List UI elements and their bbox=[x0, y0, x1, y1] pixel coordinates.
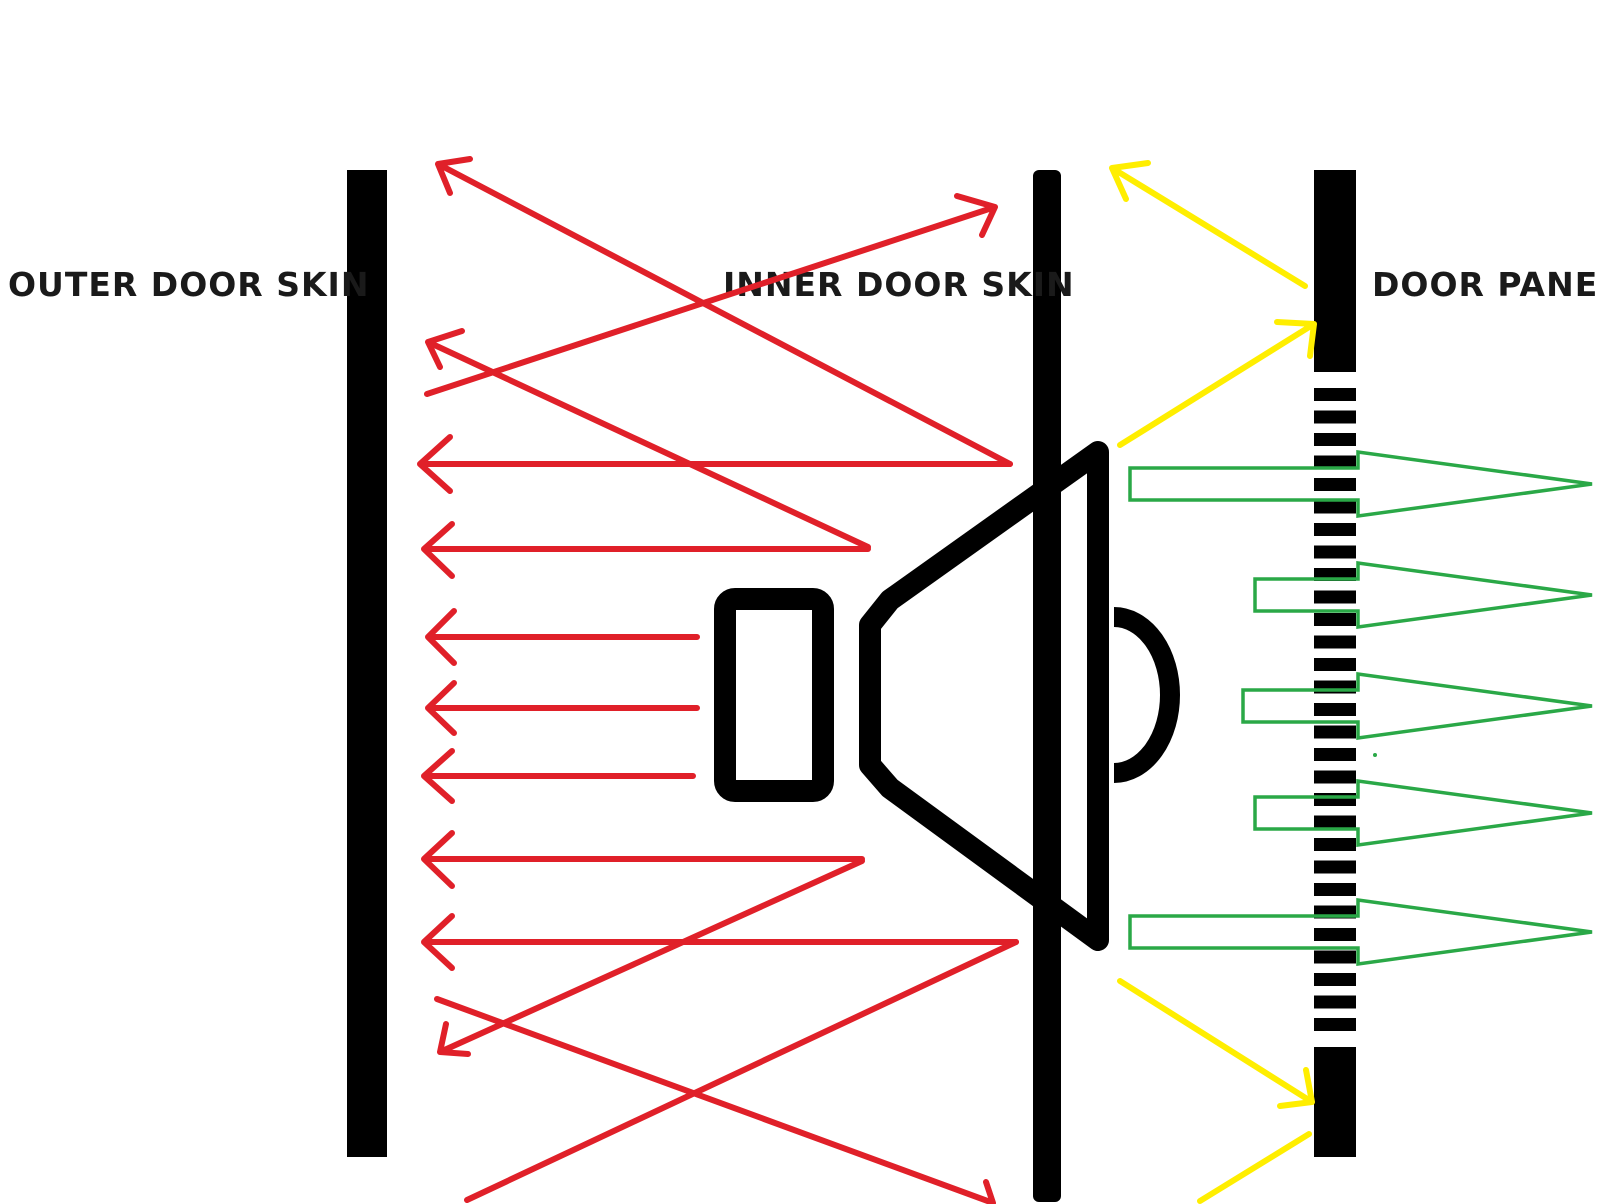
door-panel-slat-5 bbox=[1314, 478, 1356, 491]
door-panel-slat-15 bbox=[1314, 703, 1356, 716]
door-panel-slat-17 bbox=[1314, 748, 1356, 761]
door-panel-slat-6 bbox=[1314, 500, 1356, 514]
speaker-dust-cap bbox=[1113, 607, 1180, 783]
outer-door-skin-wall bbox=[347, 170, 387, 1157]
green-wave-1 bbox=[1128, 449, 1593, 519]
yellow-wave-3 bbox=[1117, 978, 1315, 1109]
door-panel-slat-28 bbox=[1314, 995, 1356, 1009]
door-panel-label: DOOR PANEL bbox=[1372, 265, 1600, 304]
red-wave-straight-1 bbox=[417, 434, 1013, 494]
door-panel-slat-10 bbox=[1314, 590, 1356, 604]
green-wave-3 bbox=[1241, 671, 1593, 741]
door-panel-slat-4 bbox=[1314, 455, 1356, 469]
yellow-wave-4 bbox=[1197, 1131, 1312, 1204]
stray-green-dot bbox=[1373, 753, 1377, 757]
door-panel-slat-19 bbox=[1314, 793, 1356, 806]
rear-sound-waves bbox=[417, 156, 1019, 1204]
red-wave-diagonal-5 bbox=[464, 939, 1019, 1203]
red-wave-diagonal-1 bbox=[435, 156, 1013, 467]
door-panel-slat-3 bbox=[1314, 433, 1356, 446]
red-wave-straight-6 bbox=[421, 830, 865, 889]
door-panel-slat-1 bbox=[1314, 388, 1356, 401]
red-wave-straight-5 bbox=[421, 748, 696, 804]
door-panel-slat-29 bbox=[1314, 1018, 1356, 1031]
door-panel-slat-7 bbox=[1314, 523, 1356, 536]
door-panel-slat-27 bbox=[1314, 973, 1356, 986]
inner-door-skin-wall bbox=[1033, 170, 1061, 1202]
red-wave-straight-2 bbox=[421, 521, 871, 579]
inner-door-skin-label: INNER DOOR SKIN bbox=[723, 265, 1075, 304]
door-panel-perforations bbox=[1314, 388, 1356, 1031]
door-panel-slat-20 bbox=[1314, 815, 1356, 829]
yellow-wave-2 bbox=[1117, 319, 1317, 448]
door-panel-slat-26 bbox=[1314, 950, 1356, 964]
door-panel-slat-22 bbox=[1314, 860, 1356, 874]
outer-door-skin-label: OUTER DOOR SKIN bbox=[8, 265, 369, 304]
speaker-magnet bbox=[714, 588, 834, 802]
door-panel-wall bbox=[1314, 170, 1356, 1157]
door-panel-slat-11 bbox=[1314, 613, 1356, 626]
door-panel-slat-16 bbox=[1314, 725, 1356, 739]
green-wave-5 bbox=[1128, 897, 1593, 967]
door-panel-slat-2 bbox=[1314, 410, 1356, 424]
green-wave-2 bbox=[1253, 560, 1593, 630]
door-panel-slat-23 bbox=[1314, 883, 1356, 896]
door-panel-slat-12 bbox=[1314, 635, 1356, 649]
transmitted-sound-waves bbox=[1128, 449, 1593, 967]
green-wave-4 bbox=[1253, 778, 1593, 848]
red-wave-diagonal-6 bbox=[434, 996, 996, 1204]
door-panel-slat-13 bbox=[1314, 658, 1356, 671]
red-wave-straight-4 bbox=[425, 680, 700, 736]
red-wave-diagonal-2 bbox=[424, 193, 998, 397]
yellow-wave-1 bbox=[1109, 160, 1308, 289]
door-panel-slat-21 bbox=[1314, 838, 1356, 851]
red-wave-straight-3 bbox=[425, 608, 700, 666]
door-panel-slat-25 bbox=[1314, 928, 1356, 941]
red-wave-diagonal-3 bbox=[425, 328, 871, 550]
reflected-sound-waves bbox=[1109, 160, 1317, 1204]
red-wave-diagonal-4 bbox=[437, 858, 865, 1057]
door-panel-slat-8 bbox=[1314, 545, 1356, 559]
red-wave-straight-7 bbox=[421, 913, 1019, 971]
speaker-icon bbox=[714, 441, 1180, 951]
door-panel-slat-18 bbox=[1314, 770, 1356, 784]
speaker-cone bbox=[859, 441, 1109, 951]
